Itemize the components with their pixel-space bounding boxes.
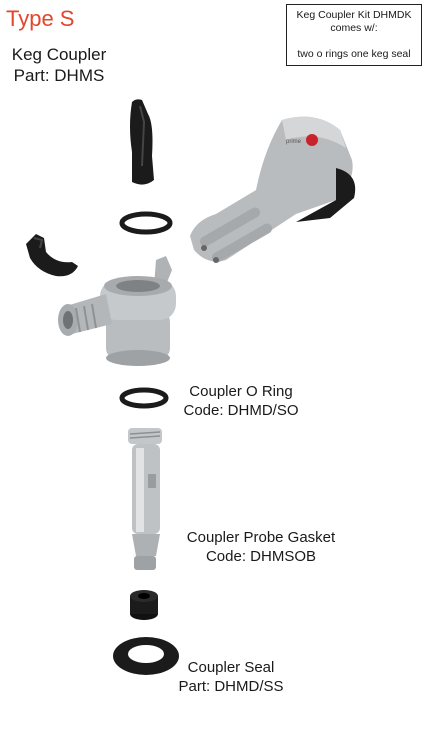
kit-line-2: comes w/:	[330, 22, 378, 34]
probe-gasket-code: Code: DHMSOB	[205, 548, 317, 565]
coupler-seal-name: Coupler Seal	[187, 659, 275, 676]
coupler-probe-image	[128, 428, 162, 570]
coupler-handle-image: prime	[190, 116, 356, 263]
probe-sleeve-image	[130, 99, 154, 185]
kit-line-1: Keg Coupler Kit DHMDK	[296, 9, 412, 21]
oring-top-image	[119, 211, 173, 235]
keg-coupler-part: Part: DHMS	[13, 66, 105, 85]
oring-middle-image	[119, 387, 169, 409]
keg-coupler-name: Keg Coupler	[11, 45, 107, 64]
probe-gasket-name: Coupler Probe Gasket	[186, 529, 336, 546]
coupler-seal-part: Part: DHMD/SS	[178, 678, 284, 695]
kit-info-box: Keg Coupler Kit DHMDK comes w/: two o ri…	[286, 4, 422, 66]
coupler-oring-code: Code: DHMD/SO	[183, 402, 299, 419]
coupler-seal-image	[113, 637, 179, 675]
keg-coupler-label: Keg Coupler Part: DHMS	[0, 44, 118, 86]
type-title: Type S	[6, 6, 75, 31]
svg-text:prime: prime	[286, 139, 302, 145]
coupler-oring-label: Coupler O Ring Code: DHMD/SO	[176, 382, 306, 420]
coupler-body-image	[58, 256, 176, 366]
coupler-oring-name: Coupler O Ring	[189, 383, 293, 400]
probe-gasket-label: Coupler Probe Gasket Code: DHMSOB	[186, 528, 336, 566]
kit-note: two o rings one keg seal	[297, 48, 411, 60]
lever-clip-image	[26, 234, 78, 277]
probe-gasket-image	[130, 590, 158, 620]
coupler-seal-label: Coupler Seal Part: DHMD/SS	[168, 658, 294, 696]
